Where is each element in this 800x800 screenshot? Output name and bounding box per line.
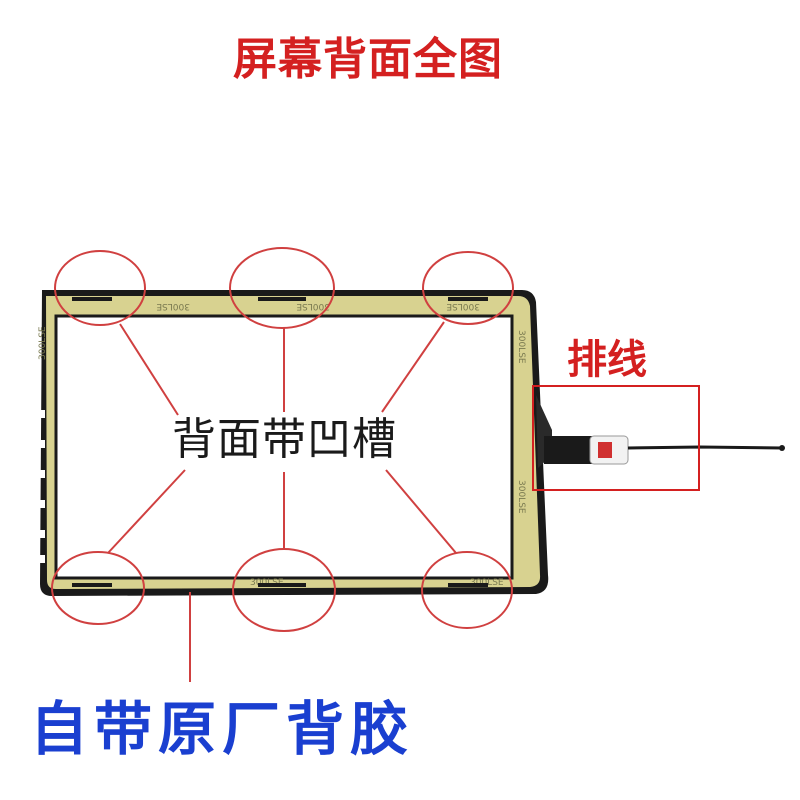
tape-print-text: 300LSE <box>156 301 190 311</box>
cable-highlight-box <box>532 385 700 491</box>
adhesive-label: 自带原厂背胶 <box>30 695 415 763</box>
groove-label: 背面带凹槽 <box>168 416 401 464</box>
callout-top-left <box>54 250 146 326</box>
tape-print-text: 300LSE <box>516 330 526 364</box>
tape-print-text: 300LSE <box>446 301 480 311</box>
tape-print-text: 300LSE <box>38 326 48 360</box>
callout-top-center <box>229 247 335 329</box>
cable-label: 排线 <box>567 337 647 383</box>
groove-marks <box>72 297 488 587</box>
tape-print-text: 300LSE <box>516 480 526 514</box>
callout-top-right <box>422 251 514 325</box>
leader-lines <box>107 321 457 682</box>
callout-bottom-left <box>51 551 145 625</box>
callout-bottom-right <box>421 551 513 629</box>
left-edge-notches <box>40 410 45 563</box>
page-title: 屏幕背面全图 <box>233 34 503 85</box>
flex-cable <box>536 395 785 468</box>
tape-print-text: 300LSE <box>296 301 330 311</box>
